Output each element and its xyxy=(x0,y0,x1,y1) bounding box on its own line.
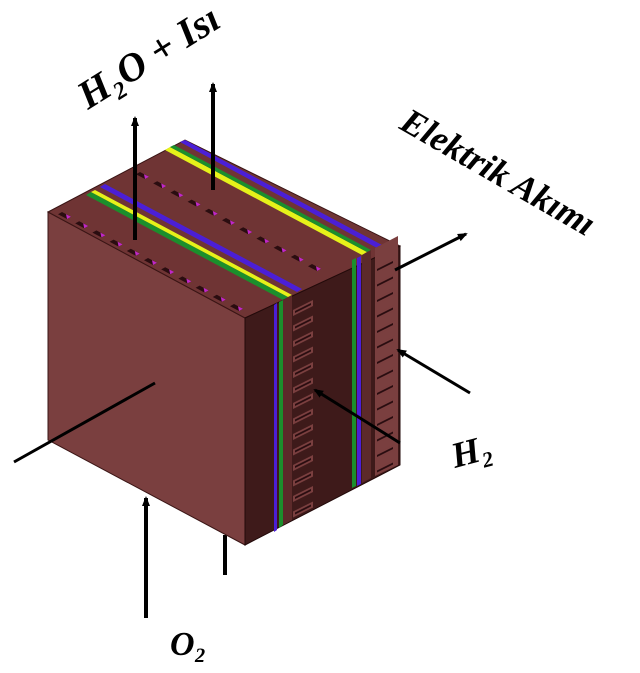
channel-slot xyxy=(264,238,270,244)
channel-slot xyxy=(298,257,304,262)
channel-slot xyxy=(247,229,253,235)
electrical-wire xyxy=(13,381,156,464)
current-label: Elektrik Akımı xyxy=(393,100,602,244)
channel-slot xyxy=(377,338,393,349)
channel-slot xyxy=(377,261,393,271)
channel-slot xyxy=(66,214,71,219)
channel-slot xyxy=(281,247,287,253)
channel-slot xyxy=(295,303,311,313)
channel-slot xyxy=(295,442,311,453)
channel-slot xyxy=(169,269,175,275)
channel-slot xyxy=(295,365,311,375)
channel-slot xyxy=(238,306,243,311)
channel-slot xyxy=(377,462,393,473)
side-channel-slots xyxy=(293,258,395,518)
channel-slot xyxy=(316,266,321,271)
channel-slot xyxy=(295,396,311,406)
channel-slot xyxy=(161,183,167,189)
top-stripe-far-yellow xyxy=(165,147,367,255)
side-plate-near xyxy=(283,295,292,525)
oxygen-label: O₂ xyxy=(170,626,206,663)
side-plate-far xyxy=(362,250,371,483)
side-stripe-near-green xyxy=(279,300,283,528)
side-stripe-far-purple xyxy=(357,256,361,486)
channel-slot xyxy=(230,220,235,225)
channel-slot xyxy=(295,473,311,484)
channel-slot xyxy=(377,292,393,302)
channel-slot xyxy=(134,251,140,256)
top-stripe-near-purple xyxy=(100,184,302,292)
channel-slot xyxy=(178,192,184,198)
channel-slot xyxy=(295,380,311,391)
channel-slot xyxy=(377,369,393,380)
channel-slot xyxy=(377,385,393,395)
channel-slot xyxy=(377,354,393,364)
channel-slot xyxy=(377,447,393,457)
exhaust-label: H₂O + Isı xyxy=(68,0,228,118)
channel-slot xyxy=(220,297,226,302)
channel-slot xyxy=(152,260,157,265)
channel-slot xyxy=(117,241,123,247)
arrow-out-icon xyxy=(394,232,468,272)
channel-slot xyxy=(144,174,149,179)
top-stripe-near-yellow xyxy=(91,190,292,297)
channel-slot xyxy=(295,427,311,437)
channel-slot xyxy=(295,318,311,329)
channel-slot xyxy=(377,416,393,426)
top-stripe-far-purple xyxy=(180,140,382,248)
channel-slot xyxy=(295,458,311,468)
channel-slot xyxy=(203,287,209,293)
channel-slot xyxy=(100,232,106,238)
channel-slot xyxy=(295,334,311,344)
hydrogen-label: H₂ xyxy=(446,427,496,476)
channel-slot xyxy=(212,211,218,216)
fuel-cell-stack xyxy=(46,139,402,546)
channel-slot xyxy=(377,276,393,287)
side-stripe-far-green xyxy=(352,258,356,488)
channel-slot xyxy=(195,201,201,207)
channel-slot xyxy=(377,431,393,442)
channel-slot xyxy=(295,504,311,515)
channel-slot xyxy=(295,349,311,360)
channel-slot xyxy=(186,278,192,284)
arrow-in-icon xyxy=(396,348,471,395)
top-stripe-far-green xyxy=(170,145,371,252)
channel-slot xyxy=(295,411,311,422)
channel-slot xyxy=(377,323,393,333)
channel-slot xyxy=(295,489,311,499)
side-stripe-near-purple xyxy=(274,303,277,532)
top-channel-slots xyxy=(58,172,321,311)
channel-slot xyxy=(377,400,393,411)
arrow-in-icon xyxy=(313,388,401,445)
channel-slot xyxy=(83,223,89,229)
channel-slot xyxy=(377,307,393,318)
